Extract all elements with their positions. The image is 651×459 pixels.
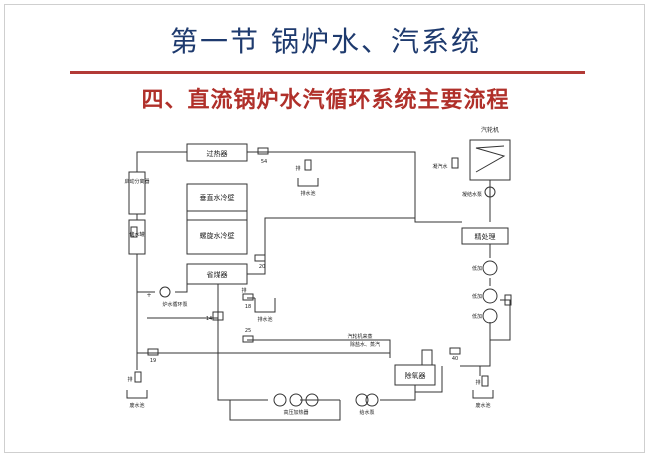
upper-wall-label: 垂直水冷壁 (200, 193, 235, 202)
drain-valve-2: 排 (241, 287, 246, 294)
deaerator-note-1: 汽轮机来蒸 (347, 333, 372, 340)
plus-mark: + (146, 292, 151, 299)
turbine-label: 汽轮机 (481, 126, 499, 134)
title-divider (70, 71, 585, 74)
slide-frame (4, 4, 645, 453)
spiral-wall-label: 螺旋水冷壁 (200, 231, 235, 240)
drain-valve-1: 排 (295, 165, 300, 172)
hp-heaters-label: 高压加热器 (283, 409, 308, 416)
line-num-19: 19 (150, 358, 156, 364)
line-num-18: 18 (245, 304, 251, 310)
slide-title: 第一节 锅炉水、汽系统 (170, 25, 481, 58)
circ-pump-label: 炉水循环泵 (162, 301, 187, 308)
lp3-label: 低加 (472, 313, 482, 320)
lp2-label: 低加 (472, 293, 482, 300)
deaerator-label: 除氧器 (405, 371, 426, 380)
line-num-14: 14 (206, 316, 212, 322)
economizer-label: 省煤器 (207, 270, 228, 279)
line-num-25: 25 (245, 328, 251, 334)
superheater-label: 过热器 (207, 149, 228, 158)
feed-pump-label: 给水泵 (359, 409, 374, 416)
drain1-label: 排水池 (300, 190, 315, 197)
line-num-20: 20 (259, 264, 265, 270)
separator-label: 启动分离器 (124, 178, 149, 185)
line-num-54: 54 (261, 159, 267, 165)
drain2-label: 排水池 (257, 316, 272, 323)
tank-label: 储水罐 (129, 231, 144, 238)
polishing-label: 精处理 (475, 232, 496, 241)
polishing-box (461, 227, 509, 245)
condenser-label: 凝汽水 (432, 163, 447, 170)
drain-valve-4: 排 (475, 379, 480, 386)
furnace-box (186, 183, 248, 255)
hotwell-pump-label: 凝结水泵 (462, 191, 482, 198)
drain3-label: 废水池 (129, 402, 144, 409)
deaerator-note-2: 除盐水、蒸汽 (350, 341, 380, 348)
drain-valve-3: 排 (127, 376, 132, 383)
drain4-label: 废水池 (475, 402, 490, 409)
line-num-40: 40 (452, 356, 458, 362)
lp1-label: 低加 (472, 265, 482, 272)
slide-subtitle: 四、直流锅炉水汽循环系统主要流程 (141, 87, 510, 113)
